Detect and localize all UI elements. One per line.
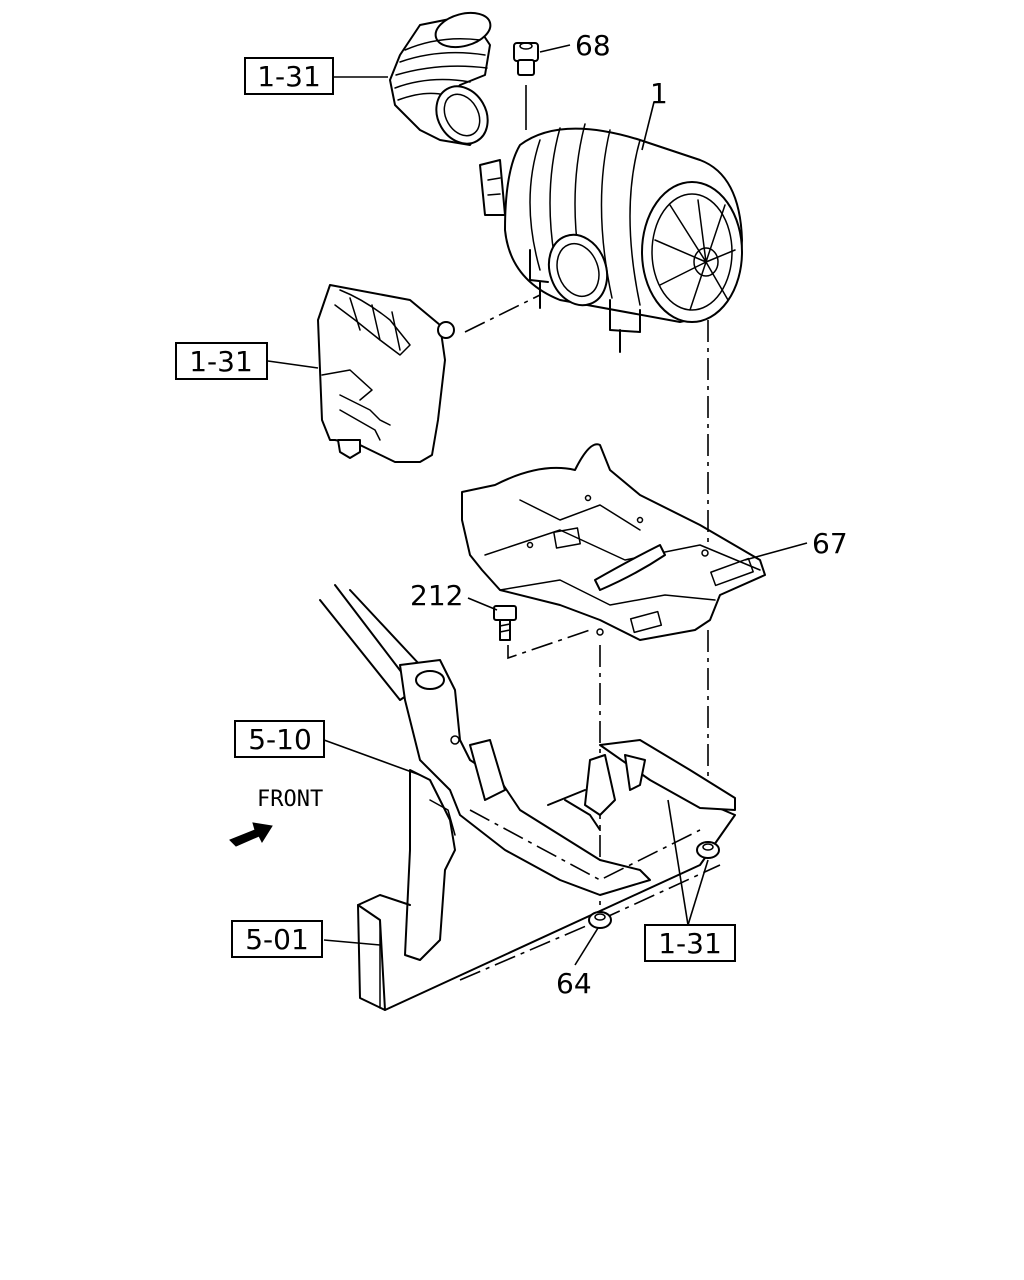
callout-67: 67 (812, 527, 848, 560)
callout-212: 212 (410, 579, 463, 612)
nut-part-bottom (696, 841, 720, 859)
under-guard-plate (461, 443, 766, 641)
callout-1: 1 (650, 77, 668, 110)
reference-label: 1-31 (257, 60, 321, 93)
reference-box-bottom[interactable]: 1-31 (644, 924, 736, 962)
reference-box-mid[interactable]: 1-31 (175, 342, 268, 380)
frame-members (319, 584, 736, 1011)
reference-label: 1-31 (658, 927, 722, 960)
air-cleaner (479, 123, 743, 353)
clip-part-68 (513, 42, 539, 76)
reference-label: 5-01 (245, 923, 309, 956)
reference-box-501[interactable]: 5-01 (231, 920, 323, 958)
front-label: FRONT (257, 787, 323, 812)
arrow-icon (229, 822, 273, 847)
callout-68: 68 (575, 29, 611, 62)
bolt-part-212 (493, 605, 517, 641)
intake-hose (389, 11, 492, 146)
reference-label: 5-10 (248, 723, 312, 756)
reference-box-510[interactable]: 5-10 (234, 720, 325, 758)
reference-box-top[interactable]: 1-31 (244, 57, 334, 95)
reference-label: 1-31 (189, 345, 253, 378)
intake-duct (317, 284, 455, 463)
callout-64: 64 (556, 967, 592, 1000)
nut-part-64 (588, 911, 612, 929)
